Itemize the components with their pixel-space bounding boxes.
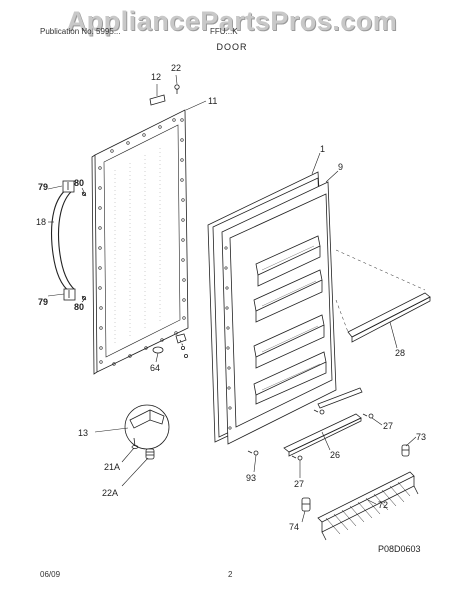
callout-21a: 21A <box>104 462 120 472</box>
handle-screws <box>81 191 87 301</box>
watermark: AppliancePartsPros.com <box>66 6 398 36</box>
top-screw <box>174 84 180 94</box>
model-number: FFU...K <box>210 27 238 36</box>
callout-1: 1 <box>320 144 325 154</box>
hinge-detail-circle <box>124 404 170 450</box>
callout-11: 11 <box>208 96 217 106</box>
footer-page-number: 2 <box>228 570 233 579</box>
hinge-cover <box>152 333 188 358</box>
callout-12: 12 <box>151 72 161 82</box>
callout-79-top: 79 <box>38 182 48 192</box>
diagram-code: P08D0603 <box>378 544 421 554</box>
callout-73: 73 <box>416 432 426 442</box>
callout-22a: 22A <box>102 488 118 498</box>
publication-number: Publication No. 5995... <box>40 27 121 36</box>
callout-27-right: 27 <box>383 421 393 431</box>
callout-28: 28 <box>395 348 405 358</box>
callout-93: 93 <box>246 473 256 483</box>
callout-9: 9 <box>338 162 343 172</box>
callout-27-bottom: 27 <box>294 479 304 489</box>
callout-79-bottom: 79 <box>38 297 48 307</box>
hinge-pin-screw <box>131 437 139 449</box>
callout-74: 74 <box>289 522 299 532</box>
callout-80-bottom: 80 <box>74 302 84 312</box>
basket-clip-right <box>401 444 410 457</box>
footer-date: 06/09 <box>40 570 61 579</box>
liner-shelves <box>253 235 327 405</box>
callout-26: 26 <box>330 450 340 460</box>
callout-13: 13 <box>78 428 88 438</box>
wire-basket <box>317 471 419 541</box>
label-plate <box>149 94 166 106</box>
callout-18: 18 <box>36 217 46 227</box>
hinge-bushing <box>145 448 155 460</box>
callout-72: 72 <box>378 500 388 510</box>
part-callouts: 12 22 11 1 9 79 80 18 79 80 64 28 13 21A… <box>36 63 426 554</box>
door-handle <box>51 180 76 301</box>
basket-clip-left <box>301 497 311 512</box>
callout-64: 64 <box>150 363 160 373</box>
callout-22: 22 <box>171 63 181 73</box>
inner-door-liner <box>221 181 337 445</box>
section-title: DOOR <box>216 42 248 52</box>
leader-lines <box>47 74 417 523</box>
outer-door-panel <box>91 109 189 375</box>
callout-80-top: 80 <box>74 178 84 188</box>
shelf-rail <box>335 249 431 343</box>
